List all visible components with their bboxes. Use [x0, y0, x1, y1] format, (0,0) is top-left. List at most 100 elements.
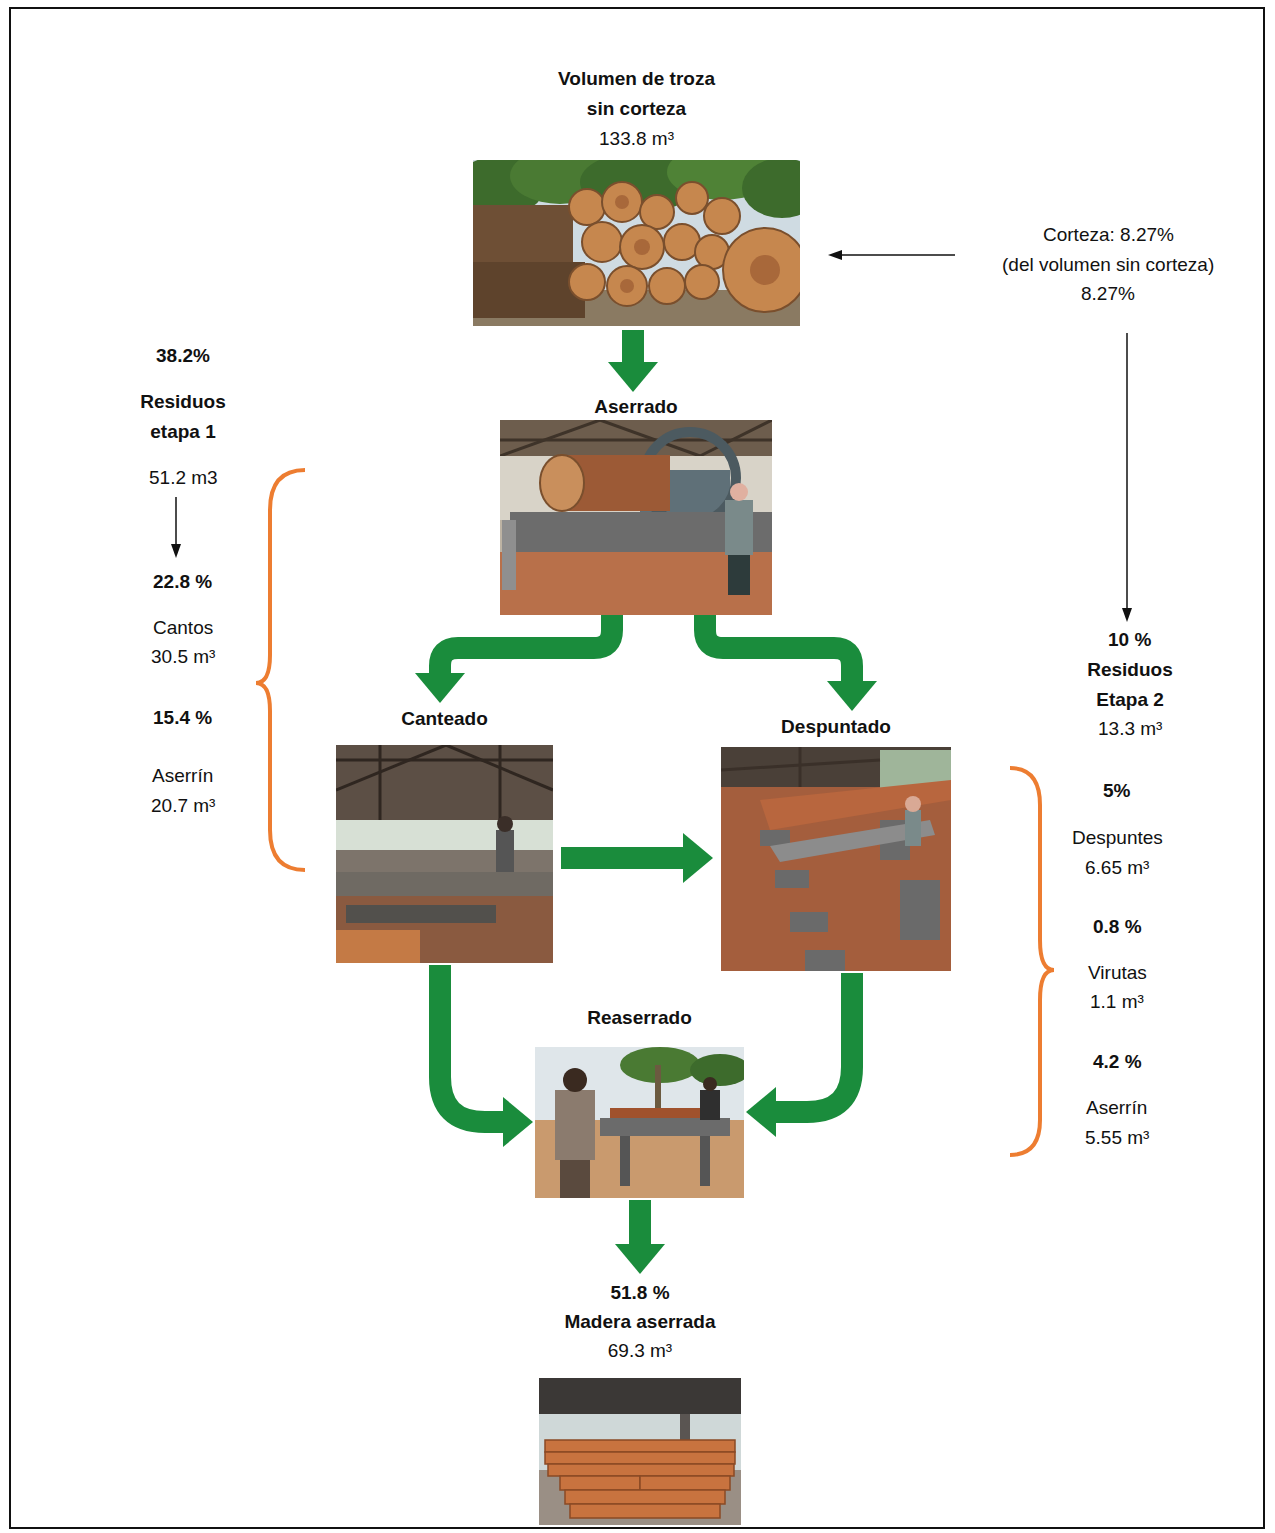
flow-arrow-head: [683, 833, 713, 883]
edging-photo-part: [496, 830, 514, 872]
step-value: 69.3 m³: [608, 1336, 672, 1365]
sawmill-photo-part: [728, 555, 750, 595]
flow-arrow-shaft: [440, 615, 612, 676]
flow-arrow-head: [746, 1087, 776, 1137]
log-pile-photo-part-part: [634, 239, 650, 255]
resawing-photo-part: [610, 1108, 710, 1118]
leader-arrow: [1122, 333, 1132, 622]
quantity-label: 5.55 m³: [1085, 1125, 1149, 1151]
lumber-stack-photo-part: [539, 1470, 741, 1525]
log-pile-photo-part-part: [640, 195, 674, 229]
edging-photo-part-part: [336, 745, 446, 790]
percentage-label: Residuos Etapa 2: [1080, 655, 1180, 715]
step-title: Volumen de troza sin corteza: [549, 64, 724, 124]
flow-arrow-head: [615, 1244, 665, 1274]
resawing-photo-part: [700, 1136, 710, 1186]
flow-arrow: [440, 965, 533, 1147]
lumber-stack-photo-part-part: [545, 1440, 735, 1452]
quantity-label: 51.2 m3: [149, 465, 218, 491]
sawmill-photo-part-part: [500, 439, 772, 442]
resawing-photo-part: [555, 1090, 595, 1160]
flow-arrow-head: [415, 673, 465, 703]
flow-arrow-shaft: [622, 330, 644, 365]
log-pile-photo-part-part: [750, 255, 780, 285]
percentage-label: 0.8 %: [1093, 914, 1142, 940]
photo-step-node: Reaserrado: [535, 1002, 744, 1198]
log-pile-photo-part-part: [723, 228, 800, 312]
quantity-label: Corteza: 8.27%: [1043, 222, 1174, 248]
photo-step-node: Volumen de troza sin corteza133.8 m³: [473, 60, 800, 326]
quantity-label: 8.27%: [1081, 281, 1135, 307]
quantity-label: 1.1 m³: [1090, 989, 1144, 1015]
lumber-stack-photo-part: [539, 1378, 741, 1414]
sawmill-photo-part: [502, 520, 516, 590]
log-pile-photo-part-part: [620, 279, 634, 293]
edging-photo: [336, 745, 553, 963]
quantity-label: Aserrín: [152, 763, 213, 789]
flow-arrow-shaft: [561, 847, 686, 869]
log-pile-photo-part-part: [685, 265, 719, 299]
step-value: Madera aserrada: [564, 1307, 715, 1336]
percentage-label: 5%: [1103, 778, 1130, 804]
resawing-photo-part: [560, 1160, 590, 1198]
percentage-label: Residuos etapa 1: [133, 387, 233, 447]
leader-arrow-part: [840, 254, 955, 256]
flow-arrow-head: [503, 1097, 533, 1147]
trimming-photo-part: [721, 747, 951, 971]
trimming-photo-part-part: [775, 870, 809, 888]
edging-photo-part: [336, 930, 420, 963]
log-pile-photo-part-part: [649, 268, 685, 304]
lumber-stack-photo: [539, 1378, 741, 1525]
log-pile-photo-part-part: [569, 189, 605, 225]
flow-arrow: [705, 615, 877, 711]
log-pile-photo-part-part: [582, 222, 622, 262]
trimming-photo-part-part: [799, 747, 802, 787]
log-pile-photo-part-part: [704, 198, 740, 234]
step-value: 133.8 m³: [599, 124, 674, 154]
percentage-label: 4.2 %: [1093, 1049, 1142, 1075]
resawing-photo-part: [703, 1077, 717, 1091]
flow-arrow: [561, 833, 713, 883]
quantity-label: 13.3 m³: [1098, 716, 1162, 742]
lumber-stack-photo-part-part: [570, 1504, 720, 1518]
edging-photo-part: [336, 745, 553, 820]
log-pile-photo-part: [742, 160, 800, 218]
flow-arrow: [608, 330, 658, 392]
photo-step-node: 51.8 %Madera aserrada69.3 m³: [539, 1274, 741, 1525]
quantity-label: 20.7 m³: [151, 793, 215, 819]
log-pile-photo-part-part: [620, 225, 664, 269]
quantity-label: 6.65 m³: [1085, 855, 1149, 881]
step-title: Canteado: [401, 707, 488, 731]
trimming-photo: [721, 747, 951, 971]
quantity-label: Aserrín: [1086, 1095, 1147, 1121]
sawmill-photo-part: [500, 552, 772, 615]
photo-step-node: Canteado: [336, 703, 553, 963]
percentage-label: 38.2%: [156, 343, 210, 369]
lumber-stack-photo-part-part: [548, 1464, 734, 1476]
flow-arrow-shaft: [773, 973, 852, 1112]
log-pile-photo-part-part: [569, 264, 605, 300]
log-pile-photo-part: [615, 195, 780, 293]
trimming-photo-part: [721, 747, 880, 787]
resawing-photo-part: [600, 1118, 730, 1136]
percentage-label: 22.8 %: [153, 569, 212, 595]
flow-arrow-shaft: [440, 965, 506, 1122]
trimming-photo-part-part: [805, 950, 845, 971]
step-title: Aserrado: [594, 396, 677, 418]
sawmill-photo-part: [500, 420, 772, 615]
trimming-photo-part-part: [790, 912, 828, 932]
lumber-stack-photo-part-part: [640, 1476, 730, 1490]
edging-photo-part: [336, 896, 553, 963]
step-title: Reaserrado: [587, 1006, 692, 1030]
left-brace: [256, 470, 305, 870]
edging-photo-part: [336, 820, 553, 850]
edging-photo-part: [346, 905, 496, 923]
flow-arrow-head: [827, 681, 877, 711]
edging-photo-part-part: [336, 759, 553, 762]
trimming-photo-part-part: [900, 880, 940, 940]
lumber-stack-photo-part-part: [560, 1476, 640, 1490]
quantity-label: (del volumen sin corteza): [1002, 252, 1214, 278]
leader-arrow-part: [828, 250, 842, 260]
flow-arrow-shaft: [629, 1200, 651, 1247]
flow-arrow: [415, 615, 612, 703]
